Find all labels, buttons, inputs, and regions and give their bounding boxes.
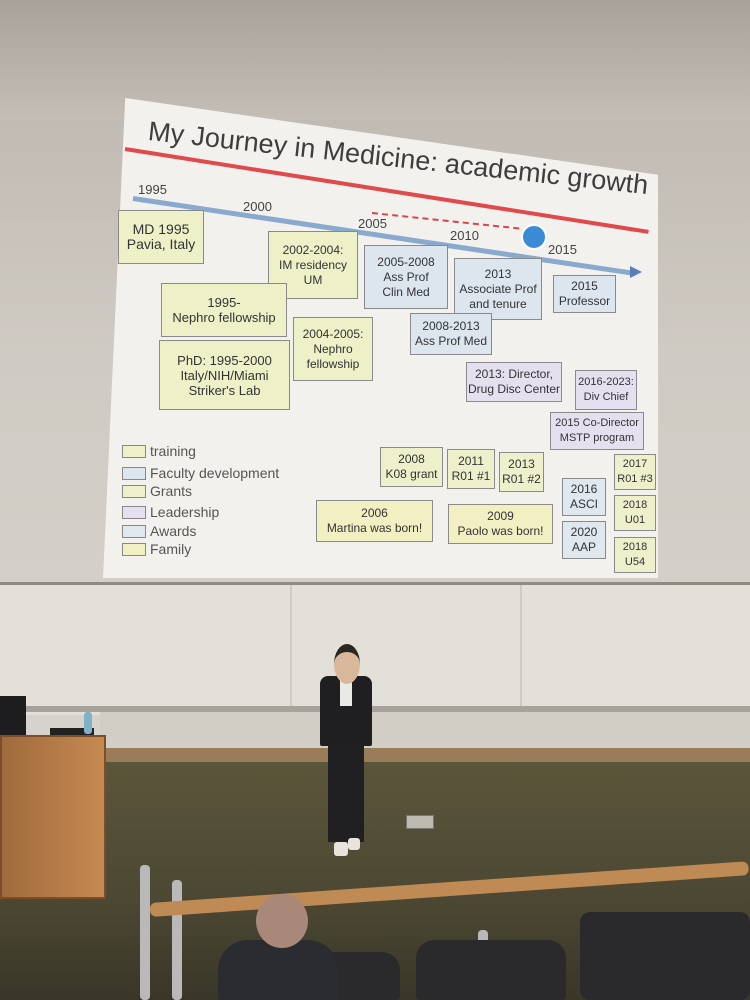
chalk-rail [0, 706, 750, 712]
clock-icon [521, 224, 547, 250]
timeline-box-nephro-fellowship-2004: 2004-2005: Nephro fellowship [293, 317, 373, 381]
railing-post [172, 880, 182, 1000]
timeline-box-ass-prof-med: 2008-2013 Ass Prof Med [410, 313, 492, 355]
presenter-legs [328, 742, 364, 842]
timeline-box-k08: 2008 K08 grant [380, 447, 443, 487]
year-label: 1995 [138, 182, 167, 197]
legend-item: Faculty development [122, 465, 279, 481]
timeline-box-r01-2: 2013 R01 #2 [499, 452, 544, 492]
timeline-box-paolo: 2009 Paolo was born! [448, 504, 553, 544]
timeline-box-u54: 2018 U54 [614, 537, 656, 573]
timeline-box-martina: 2006 Martina was born! [316, 500, 433, 542]
timeline-box-asci: 2016 ASCI [562, 478, 606, 516]
timeline-box-phd: PhD: 1995-2000 Italy/NIH/Miami Striker's… [159, 340, 290, 410]
legend-label: training [150, 443, 196, 459]
floor-outlet [406, 815, 434, 829]
timeline-box-u01: 2018 U01 [614, 495, 656, 531]
year-label: 2015 [548, 242, 577, 257]
legend-item: training [122, 443, 196, 459]
whiteboard-seam [290, 585, 292, 715]
legend-swatch [122, 505, 146, 519]
legend-label: Family [150, 541, 192, 557]
legend-label: Leadership [150, 504, 220, 520]
whiteboard [0, 582, 750, 715]
legend-item: Awards [122, 523, 196, 539]
timeline-box-associate-prof: 2013 Associate Prof and tenure [454, 258, 542, 320]
stage-edge [100, 748, 750, 762]
timeline-box-director: 2013: Director, Drug Disc Center [466, 362, 562, 402]
legend-item: Leadership [122, 504, 219, 520]
timeline-box-div-chief: 2016-2023: Div Chief [575, 370, 637, 410]
whiteboard-seam [520, 585, 522, 715]
timeline-arrowhead [630, 266, 642, 278]
legend-swatch [122, 444, 146, 458]
auditorium-seat [416, 940, 566, 1000]
railing-post [140, 865, 150, 1000]
timeline-box-aap: 2020 AAP [562, 521, 606, 559]
timeline-box-r01-1: 2011 R01 #1 [447, 449, 495, 489]
lower-wall [100, 712, 750, 752]
ceiling [0, 0, 750, 120]
presenter-shoe [334, 842, 348, 856]
timeline-box-ass-prof-clin: 2005-2008 Ass Prof Clin Med [364, 245, 448, 309]
legend-item: Family [122, 541, 191, 557]
legend-swatch [122, 524, 146, 538]
timeline-box-professor: 2015 Professor [553, 275, 616, 313]
audience-head [256, 894, 308, 948]
legend-label: Grants [150, 483, 193, 499]
legend-label: Faculty development [150, 465, 280, 481]
presenter-shoe [348, 838, 360, 850]
monitor [0, 696, 26, 740]
legend-swatch [122, 466, 146, 480]
timeline-box-r01-3: 2017 R01 #3 [614, 454, 656, 490]
legend-swatch [122, 542, 146, 556]
timeline-box-md-1995: MD 1995 Pavia, Italy [118, 210, 204, 264]
legend-item: Grants [122, 483, 192, 499]
year-label: 2000 [243, 199, 272, 214]
year-label: 2010 [450, 228, 479, 243]
water-bottle [84, 712, 92, 734]
legend-swatch [122, 484, 146, 498]
timeline-box-nephro-fellowship-1995: 1995- Nephro fellowship [161, 283, 287, 337]
audience-member [218, 940, 338, 1000]
podium [0, 735, 106, 899]
legend-label: Awards [150, 523, 197, 539]
auditorium-seat [580, 912, 750, 1000]
presenter-head [334, 644, 360, 684]
timeline-box-co-director: 2015 Co-Director MSTP program [550, 412, 644, 450]
year-label: 2005 [358, 216, 387, 231]
timeline-box-im-residency: 2002-2004: IM residency UM [268, 231, 358, 299]
